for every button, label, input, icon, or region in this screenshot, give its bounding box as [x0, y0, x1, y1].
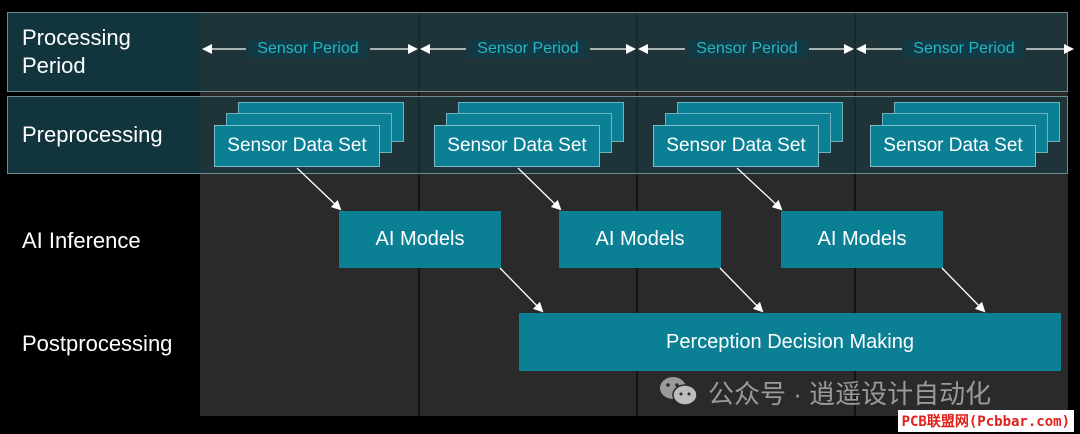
- flow-arrow-6: [941, 267, 986, 313]
- flow-arrow-5: [719, 267, 764, 313]
- preprocessing-label: Preprocessing: [22, 122, 163, 147]
- flow-arrow-4: [499, 267, 544, 313]
- flow-arrow-3: [736, 167, 783, 211]
- ai-models-box-1: AI Models: [339, 211, 501, 268]
- processing-period-label: Processing Period: [22, 25, 131, 78]
- sensor-data-set-4: Sensor Data Set: [870, 125, 1036, 167]
- sensor-period-label-2: Sensor Period: [468, 40, 588, 58]
- flow-arrows: [296, 167, 986, 313]
- sensor-period-label-3: Sensor Period: [687, 40, 807, 58]
- watermark-text: 公众号 · 逍遥设计自动化: [708, 379, 992, 409]
- wechat-icon: [660, 377, 698, 406]
- sensor-data-set-3: Sensor Data Set: [653, 125, 819, 167]
- perception-decision-box: Perception Decision Making: [519, 313, 1061, 371]
- sensor-data-set-1: Sensor Data Set: [214, 125, 380, 167]
- ai-inference-label: AI Inference: [22, 228, 141, 253]
- sensor-period-label-4: Sensor Period: [904, 40, 1024, 58]
- flow-arrow-2: [517, 167, 562, 211]
- footer-site-tag: PCB联盟网(Pcbbar.com): [897, 410, 1074, 432]
- sensor-period-label-1: Sensor Period: [248, 40, 368, 58]
- sensor-data-set-2: Sensor Data Set: [434, 125, 600, 167]
- flow-arrow-1: [296, 167, 342, 211]
- ai-models-box-2: AI Models: [559, 211, 721, 268]
- ai-models-box-3: AI Models: [781, 211, 943, 268]
- postprocessing-label: Postprocessing: [22, 331, 173, 356]
